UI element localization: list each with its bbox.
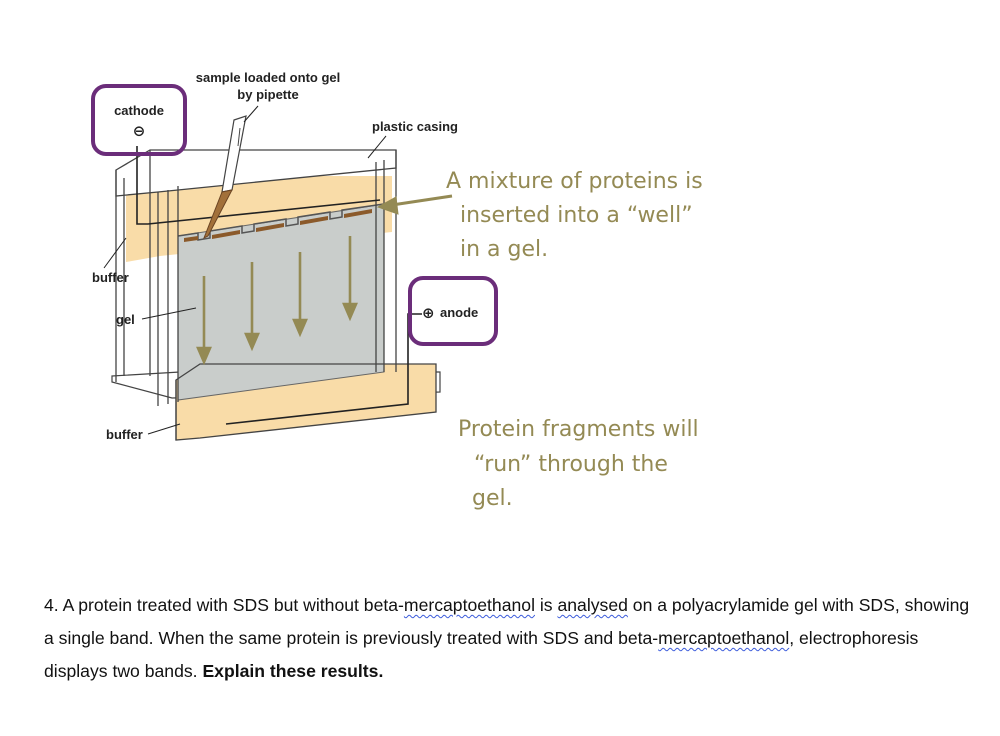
- question-text: 4. A protein treated with SDS but withou…: [44, 589, 974, 688]
- pipette: [203, 115, 247, 240]
- well-note-line-3: in a gel.: [460, 237, 548, 262]
- cathode-symbol: ⊖: [133, 122, 146, 140]
- well-note-line-1: A mixture of proteins is: [446, 169, 703, 194]
- question-part-4: , electrophoresis displays two bands.: [44, 628, 919, 681]
- gel-electrophoresis-diagram: sample loaded onto gel by pipette cathod…: [91, 70, 703, 511]
- run-note-line-3: gel.: [472, 486, 513, 511]
- question-part-1: 4. A protein treated with SDS but withou…: [44, 595, 404, 615]
- run-note-line-2: “run” through the: [474, 452, 668, 477]
- plastic-casing-label: plastic casing: [372, 119, 458, 134]
- anode-wire: [225, 313, 422, 425]
- cathode-wire: [136, 146, 381, 225]
- anode-highlight-box: [408, 276, 498, 346]
- anode-symbol: ⊕: [422, 304, 435, 322]
- question-part-3: on a polyacrylamide gel with SDS, showin…: [44, 595, 970, 648]
- buffer-top-label: buffer: [92, 270, 129, 285]
- plastic-casing: [115, 149, 437, 441]
- leader-lines: [103, 105, 387, 435]
- spellcheck-word-analysed: analysed: [557, 595, 628, 615]
- gel-wells: [177, 203, 385, 241]
- anode-label: anode: [440, 305, 478, 320]
- gel-label: gel: [116, 312, 135, 327]
- sample-label-line-1: sample loaded onto gel: [196, 70, 340, 85]
- question-part-2: is: [534, 595, 558, 615]
- buffer-bottom-label: buffer: [106, 427, 143, 442]
- well-pointer-arrow: [376, 194, 453, 215]
- cathode-highlight-box: [91, 84, 187, 156]
- cathode-label: cathode: [114, 103, 164, 118]
- spellcheck-word-mercaptoethanol: mercaptoethanol: [403, 595, 535, 615]
- sample-label-line-2: by pipette: [237, 87, 298, 102]
- question-instruction: Explain these results.: [202, 661, 384, 681]
- sample-in-wells: [184, 209, 372, 242]
- run-note-line-1: Protein fragments will: [458, 417, 699, 442]
- well-note-line-2: inserted into a “well”: [460, 203, 693, 228]
- spellcheck-word-mercaptoethanol-2: mercaptoethanol: [658, 628, 790, 648]
- migration-arrows: [196, 236, 358, 366]
